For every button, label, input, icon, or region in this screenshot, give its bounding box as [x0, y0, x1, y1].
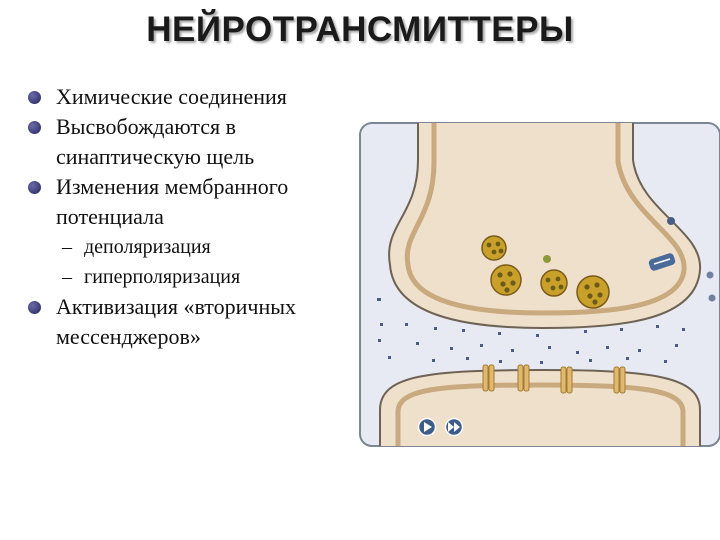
postsynaptic-cell: [379, 368, 701, 446]
synaptic-vesicle: [576, 275, 610, 309]
slide-title: НЕЙРОТРАНСМИТТЕРЫ: [146, 10, 574, 49]
sub-bullet-dash: –: [62, 266, 72, 288]
sub-bullet-text: гиперполяризация: [84, 266, 241, 288]
fast-forward-button[interactable]: [444, 417, 464, 437]
bullet-list: Химические соединения Высвобождаются в с…: [22, 82, 352, 352]
synaptic-vesicle: [540, 269, 568, 297]
bullet-text: Высвобождаются в синаптическую щель: [56, 114, 255, 169]
bullet-item: Изменения мембранного потенциала: [22, 172, 352, 232]
reuptake-particle: [708, 294, 716, 302]
membrane-transporter: [648, 253, 676, 271]
reuptake-particle: [667, 217, 675, 225]
sub-bullet-text: деполяризация: [84, 236, 211, 258]
play-button[interactable]: [417, 417, 437, 437]
postsynaptic-receptor: [482, 364, 495, 392]
play-icon: [424, 422, 432, 432]
neurotransmitter-molecules: [377, 298, 685, 364]
postsynaptic-receptor: [613, 366, 626, 394]
synaptic-vesicle: [490, 264, 522, 296]
synapse-illustration: [359, 122, 720, 447]
presynaptic-membrane-inner: [404, 123, 687, 316]
bullet-dot-icon: [28, 91, 41, 104]
synaptic-vesicle: [481, 235, 507, 261]
bullet-text: Химические соединения: [56, 84, 287, 109]
bullet-item: Активизация «вторичных мессенджеров»: [22, 292, 352, 352]
sub-bullet-item: – деполяризация: [22, 232, 352, 262]
bullet-dot-icon: [28, 301, 41, 314]
bullet-item: Высвобождаются в синаптическую щель: [22, 112, 352, 172]
postsynaptic-membrane-inner: [395, 382, 686, 446]
sub-bullet-dash: –: [62, 236, 72, 258]
postsynaptic-receptor: [517, 364, 530, 392]
bullet-dot-icon: [28, 121, 41, 134]
fast-forward-icon: [448, 422, 460, 432]
sub-bullet-item: – гиперполяризация: [22, 262, 352, 292]
free-vesicle: [543, 255, 551, 263]
bullet-dot-icon: [28, 181, 41, 194]
reuptake-particle: [706, 271, 714, 279]
postsynaptic-receptor: [560, 366, 573, 394]
bullet-item: Химические соединения: [22, 82, 352, 112]
bullet-text: Изменения мембранного потенциала: [56, 174, 289, 229]
bullet-text: Активизация «вторичных мессенджеров»: [56, 294, 297, 349]
